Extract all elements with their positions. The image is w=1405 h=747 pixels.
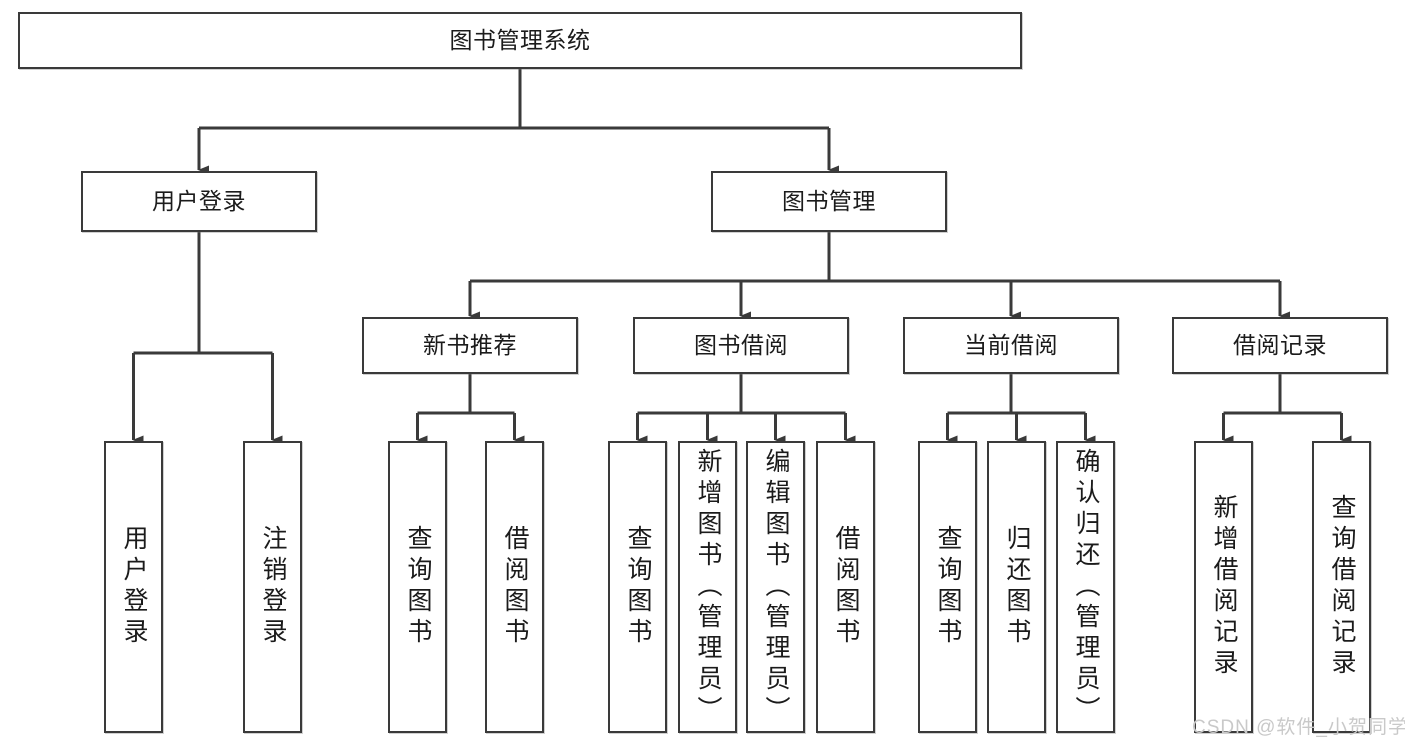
node-new-book-recommend[interactable]: 新书推荐: [362, 317, 578, 374]
node-book-borrow-label: 图书借阅: [694, 331, 788, 358]
node-book-borrow[interactable]: 图书借阅: [633, 317, 849, 374]
leaf-query-borrow-record[interactable]: 查询借阅记录: [1312, 441, 1371, 733]
leaf-user-login-label: 用户登录: [120, 525, 148, 649]
leaf-borrow-book-new[interactable]: 借阅图书: [485, 441, 544, 733]
node-current-borrow-label: 当前借阅: [964, 331, 1058, 358]
node-book-management[interactable]: 图书管理: [711, 171, 947, 232]
leaf-query-book-label: 查询图书: [624, 525, 652, 649]
leaf-return-book[interactable]: 归还图书: [987, 441, 1046, 733]
leaf-borrow-book[interactable]: 借阅图书: [816, 441, 875, 733]
leaf-logout-label: 注销登录: [259, 525, 287, 649]
leaf-query-borrow-record-label: 查询借阅记录: [1328, 494, 1356, 680]
leaf-edit-book-admin[interactable]: 编辑图书（管理员）: [746, 441, 805, 733]
node-borrow-record-label: 借阅记录: [1233, 331, 1327, 358]
leaf-query-book-current[interactable]: 查询图书: [918, 441, 977, 733]
leaf-query-book-new[interactable]: 查询图书: [388, 441, 447, 733]
node-root-label: 图书管理系统: [449, 26, 591, 53]
node-new-book-recommend-label: 新书推荐: [423, 331, 517, 358]
leaf-confirm-return-admin-label: 确认归还（管理员）: [1072, 447, 1100, 727]
leaf-edit-book-admin-label: 编辑图书（管理员）: [762, 447, 790, 727]
leaf-borrow-book-new-label: 借阅图书: [501, 525, 529, 649]
watermark: CSDN @软件_小贺同学: [1192, 717, 1405, 738]
node-root[interactable]: 图书管理系统: [18, 12, 1022, 69]
leaf-confirm-return-admin[interactable]: 确认归还（管理员）: [1056, 441, 1115, 733]
node-current-borrow[interactable]: 当前借阅: [903, 317, 1119, 374]
node-user-login[interactable]: 用户登录: [81, 171, 317, 232]
leaf-query-book-current-label: 查询图书: [934, 525, 962, 649]
connector-lines: [132, 69, 1352, 445]
leaf-return-book-label: 归还图书: [1003, 525, 1031, 649]
leaf-user-login[interactable]: 用户登录: [104, 441, 163, 733]
node-user-login-label: 用户登录: [152, 187, 246, 214]
leaf-add-book-admin[interactable]: 新增图书（管理员）: [678, 441, 737, 733]
node-book-management-label: 图书管理: [782, 187, 876, 214]
leaf-query-book[interactable]: 查询图书: [608, 441, 667, 733]
leaf-add-book-admin-label: 新增图书（管理员）: [694, 447, 722, 727]
leaf-add-borrow-record-label: 新增借阅记录: [1210, 494, 1238, 680]
node-borrow-record[interactable]: 借阅记录: [1172, 317, 1388, 374]
leaf-query-book-new-label: 查询图书: [404, 525, 432, 649]
leaf-add-borrow-record[interactable]: 新增借阅记录: [1194, 441, 1253, 733]
leaf-borrow-book-label: 借阅图书: [832, 525, 860, 649]
leaf-logout[interactable]: 注销登录: [243, 441, 302, 733]
